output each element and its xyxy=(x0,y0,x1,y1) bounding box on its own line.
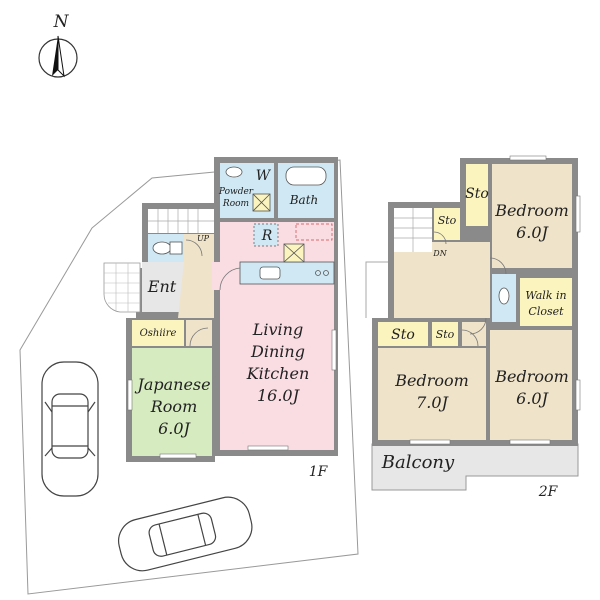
oshiire-label: Oshiire xyxy=(140,328,177,339)
bedroom-ne-size: 6.0J xyxy=(516,223,549,242)
car-icon xyxy=(118,496,253,572)
bedroom-w-size: 7.0J xyxy=(416,393,449,412)
sto-stair-label: Sto xyxy=(438,214,457,227)
floor1-label: 1F xyxy=(309,464,329,480)
compass-label: N xyxy=(53,12,70,32)
powder-room-label-1: Powder xyxy=(218,187,254,197)
sto-small-label: Sto xyxy=(436,328,455,341)
up-label: UP xyxy=(197,234,210,243)
ldk-label-3: Kitchen xyxy=(246,364,310,383)
wc-label: W xyxy=(256,168,272,184)
ldk-label-1: Living xyxy=(252,320,303,339)
car-icon xyxy=(41,361,99,497)
ldk-label-2: Dining xyxy=(250,342,305,361)
sto-left-label: Sto xyxy=(391,327,415,343)
sto-top-label: Sto xyxy=(465,186,489,202)
bedroom-se-size: 6.0J xyxy=(516,389,549,408)
site-boundary xyxy=(19,159,359,595)
floor1-plan xyxy=(103,157,338,462)
north-compass-icon xyxy=(38,35,78,78)
bedroom-w-label: Bedroom xyxy=(394,371,469,390)
ldk-size: 16.0J xyxy=(257,386,301,405)
japanese-room-label-2: Room xyxy=(150,397,197,416)
walkin-label-1: Walk in xyxy=(525,289,566,302)
floor2-label: 2F xyxy=(538,484,559,500)
fridge-label: R xyxy=(261,228,273,244)
bedroom-se-label: Bedroom xyxy=(494,367,569,386)
floor2-plan xyxy=(365,155,581,491)
dn-label: DN xyxy=(432,249,447,258)
powder-room-label-2: Room xyxy=(222,199,249,209)
japanese-room-label-1: Japanese xyxy=(134,375,210,394)
japanese-room-size: 6.0J xyxy=(158,419,191,438)
bedroom-ne-label: Bedroom xyxy=(494,201,569,220)
balcony-label: Balcony xyxy=(381,452,455,473)
walkin-label-2: Closet xyxy=(528,305,564,318)
entrance-label: Ent xyxy=(147,277,177,296)
bath-label: Bath xyxy=(289,193,319,207)
